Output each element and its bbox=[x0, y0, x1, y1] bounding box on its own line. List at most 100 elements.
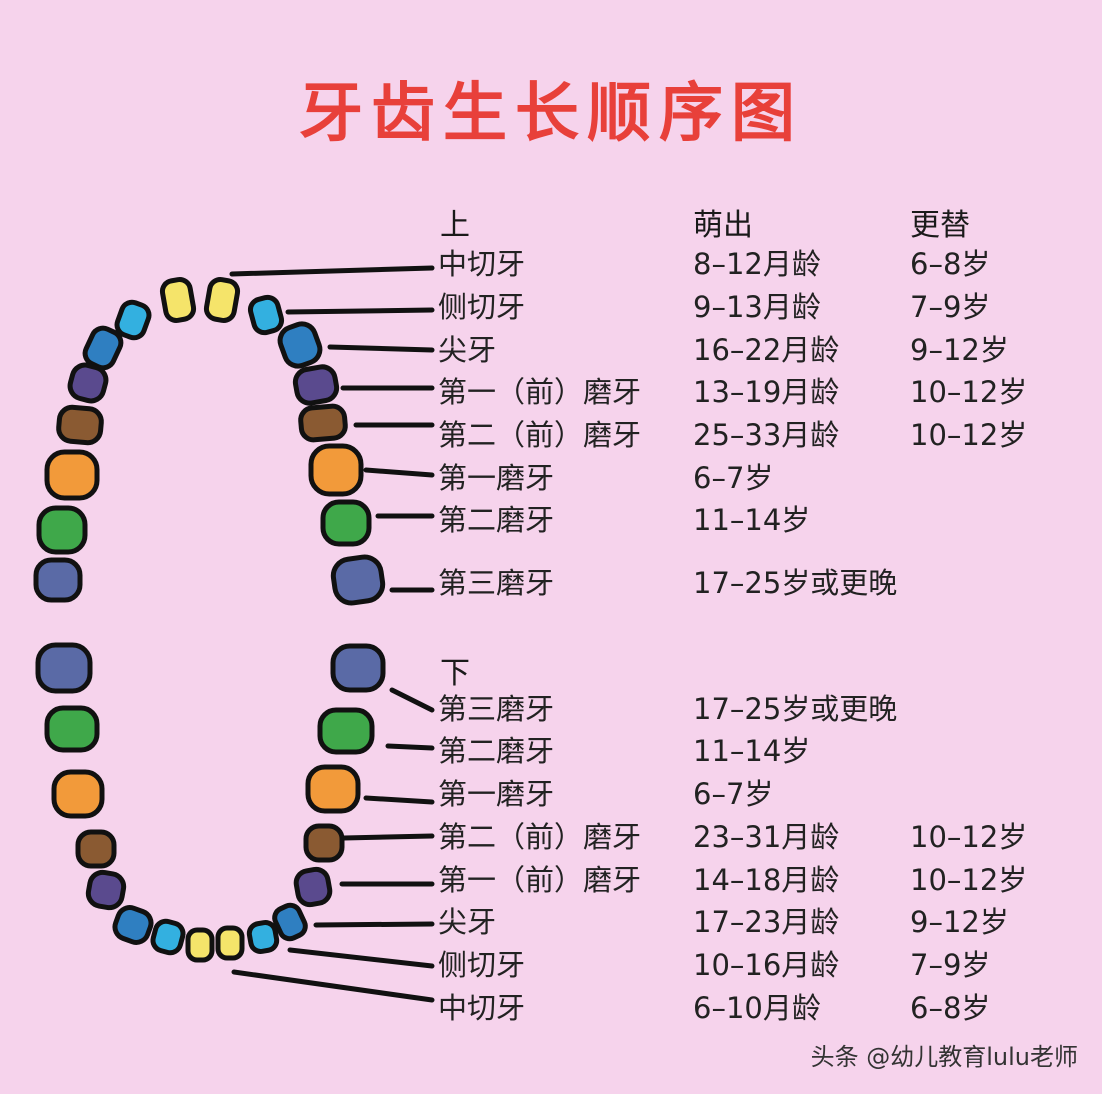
upper-row-central-incisor: 中切牙 8–12月龄 6–8岁 bbox=[0, 244, 1102, 284]
upper-row-second-premolar: 第二（前）磨牙 25–33月龄 10–12岁 bbox=[0, 415, 1102, 455]
tooth-first-premolar bbox=[67, 362, 109, 404]
replacement-heading: 更替 bbox=[910, 208, 970, 243]
upper-row-third-molar: 第三磨牙 17–25岁或更晚 bbox=[0, 563, 1102, 603]
eruption-age: 11–14岁 bbox=[693, 503, 811, 537]
eruption-age: 10–16月龄 bbox=[693, 948, 840, 982]
tooth-name: 中切牙 bbox=[438, 247, 526, 281]
leader-line bbox=[341, 833, 435, 841]
eruption-age: 17–23月龄 bbox=[693, 905, 840, 939]
tooth-first-molar bbox=[44, 449, 100, 501]
tooth-name: 第二（前）磨牙 bbox=[438, 820, 642, 854]
eruption-age: 6–7岁 bbox=[693, 777, 774, 811]
leader-line bbox=[287, 947, 435, 969]
replacement-age: 7–9岁 bbox=[910, 948, 991, 982]
replacement-age: 10–12岁 bbox=[910, 820, 1028, 854]
leader-line bbox=[363, 467, 435, 478]
leader-line bbox=[389, 687, 435, 713]
leader-line bbox=[231, 969, 435, 1003]
tooth-third-molar bbox=[35, 642, 93, 694]
tooth-name: 第一磨牙 bbox=[438, 777, 555, 811]
tooth-name: 中切牙 bbox=[438, 991, 526, 1025]
tooth-second-molar bbox=[317, 707, 375, 755]
tooth-lateral-incisor bbox=[247, 294, 285, 336]
replacement-age: 10–12岁 bbox=[910, 375, 1028, 409]
tooth-third-molar bbox=[330, 643, 386, 693]
replacement-age: 6–8岁 bbox=[910, 247, 991, 281]
tooth-central-incisor bbox=[215, 925, 245, 961]
eruption-age: 17–25岁或更晚 bbox=[693, 692, 898, 726]
lower-row-first-premolar: 第一（前）磨牙 14–18月龄 10–12岁 bbox=[0, 860, 1102, 900]
tooth-second-molar bbox=[36, 505, 88, 555]
tooth-first-molar bbox=[308, 443, 364, 497]
page-title: 牙齿生长顺序图 bbox=[299, 77, 803, 151]
eruption-age: 14–18月龄 bbox=[693, 863, 840, 897]
tooth-first-premolar bbox=[85, 869, 127, 911]
tooth-first-premolar bbox=[292, 364, 340, 406]
replacement-age: 10–12岁 bbox=[910, 863, 1028, 897]
eruption-age: 16–22月龄 bbox=[693, 333, 840, 367]
upper-row-canine: 尖牙 16–22月龄 9–12岁 bbox=[0, 330, 1102, 370]
eruption-age: 6–10月龄 bbox=[693, 991, 821, 1025]
replacement-age: 6–8岁 bbox=[910, 991, 991, 1025]
upper-row-first-molar: 第一磨牙 6–7岁 bbox=[0, 458, 1102, 498]
tooth-third-molar bbox=[330, 554, 386, 606]
leader-line bbox=[229, 265, 435, 277]
tooth-canine bbox=[272, 902, 308, 942]
tooth-name: 第一磨牙 bbox=[438, 461, 555, 495]
tooth-third-molar bbox=[33, 557, 83, 603]
tooth-name: 侧切牙 bbox=[438, 948, 526, 982]
eruption-age: 6–7岁 bbox=[693, 461, 774, 495]
tooth-second-premolar bbox=[75, 829, 117, 869]
tooth-name: 尖牙 bbox=[438, 333, 497, 367]
eruption-age: 11–14岁 bbox=[693, 734, 811, 768]
tooth-first-premolar bbox=[293, 866, 333, 908]
lower-row-third-molar: 第三磨牙 17–25岁或更晚 bbox=[0, 689, 1102, 729]
eruption-age: 25–33月龄 bbox=[693, 418, 840, 452]
lower-row-central-incisor: 中切牙 6–10月龄 6–8岁 bbox=[0, 988, 1102, 1028]
eruption-heading: 萌出 bbox=[693, 208, 753, 243]
upper-row-second-molar: 第二磨牙 11–14岁 bbox=[0, 500, 1102, 540]
tooth-name: 第三磨牙 bbox=[438, 692, 555, 726]
tooth-first-molar bbox=[305, 764, 361, 814]
lower-jaw-heading: 下 bbox=[440, 656, 470, 691]
eruption-age: 23–31月龄 bbox=[693, 820, 840, 854]
tooth-second-molar bbox=[320, 499, 372, 547]
tooth-name: 第一（前）磨牙 bbox=[438, 863, 642, 897]
tooth-second-premolar bbox=[303, 823, 345, 863]
tooth-lateral-incisor bbox=[150, 918, 186, 956]
tooth-central-incisor bbox=[185, 927, 215, 963]
eruption-age: 9–13月龄 bbox=[693, 290, 821, 324]
tooth-name: 尖牙 bbox=[438, 905, 497, 939]
tooth-canine bbox=[112, 905, 154, 945]
lower-row-canine: 尖牙 17–23月龄 9–12岁 bbox=[0, 902, 1102, 942]
lower-row-lateral-incisor: 侧切牙 10–16月龄 7–9岁 bbox=[0, 945, 1102, 985]
tooth-second-molar bbox=[44, 705, 100, 753]
replacement-age: 9–12岁 bbox=[910, 333, 1009, 367]
tooth-name: 第二磨牙 bbox=[438, 503, 555, 537]
tooth-lateral-incisor bbox=[246, 920, 280, 954]
leader-line bbox=[363, 795, 435, 805]
tooth-name: 第二磨牙 bbox=[438, 734, 555, 768]
tooth-second-premolar bbox=[298, 403, 348, 443]
tooth-canine bbox=[277, 321, 323, 369]
upper-row-lateral-incisor: 侧切牙 9–13月龄 7–9岁 bbox=[0, 287, 1102, 327]
leader-line bbox=[327, 344, 435, 353]
eruption-age: 13–19月龄 bbox=[693, 375, 840, 409]
tooth-second-premolar bbox=[56, 404, 104, 446]
replacement-age: 10–12岁 bbox=[910, 418, 1028, 452]
leader-line bbox=[313, 921, 435, 928]
upper-jaw-heading: 上 bbox=[440, 208, 470, 243]
tooth-lateral-incisor bbox=[114, 299, 152, 341]
tooth-name: 第三磨牙 bbox=[438, 566, 555, 600]
upper-row-first-premolar: 第一（前）磨牙 13–19月龄 10–12岁 bbox=[0, 372, 1102, 412]
tooth-name: 侧切牙 bbox=[438, 290, 526, 324]
tooth-name: 第二（前）磨牙 bbox=[438, 418, 642, 452]
lower-row-first-molar: 第一磨牙 6–7岁 bbox=[0, 774, 1102, 814]
watermark: 头条 @幼儿教育lulu老师 bbox=[810, 1043, 1078, 1071]
replacement-age: 7–9岁 bbox=[910, 290, 991, 324]
tooth-name: 第一（前）磨牙 bbox=[438, 375, 642, 409]
eruption-age: 8–12月龄 bbox=[693, 247, 821, 281]
tooth-central-incisor bbox=[159, 277, 197, 323]
tooth-central-incisor bbox=[203, 277, 241, 323]
